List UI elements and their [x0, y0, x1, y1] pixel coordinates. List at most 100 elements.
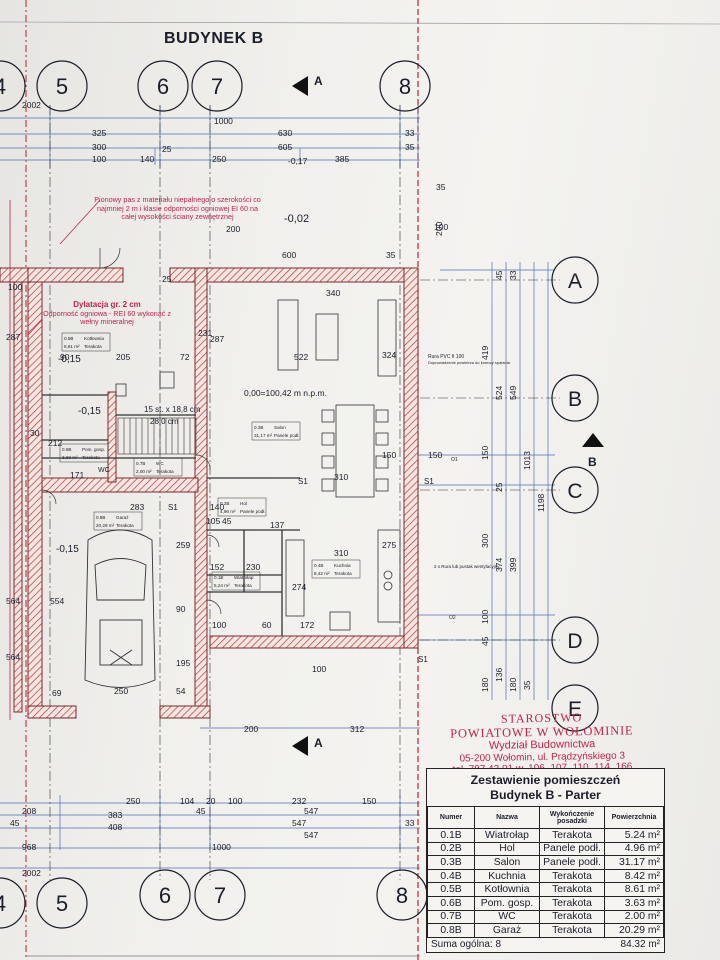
dim-top: 325	[92, 128, 106, 138]
room-tag-floor: Terakota	[84, 344, 102, 349]
room-tag-area: 4,96 m²	[220, 509, 236, 514]
table-cell: 0.5B	[427, 882, 475, 897]
slope-label: -0,15	[58, 354, 81, 365]
room-tag-box	[133, 457, 183, 477]
room-tag-floor: Terakota	[116, 523, 134, 528]
dim-interior: 35	[386, 250, 396, 260]
room-tag-num: 0.4B	[314, 563, 323, 568]
dim-interior: 100	[434, 222, 448, 232]
doors	[41, 247, 222, 615]
dim-right: 35	[522, 680, 532, 690]
dim-right: 180	[480, 678, 490, 692]
section-a-bottom-label: A	[314, 736, 323, 750]
dim-right: 300	[480, 534, 490, 548]
right-dims: 45 33 419 524 549 1013 1198 150 25 300 3…	[434, 222, 546, 692]
room-tag-num: 0.7B	[136, 461, 145, 466]
dim-top: 630	[278, 128, 292, 138]
sum-label: Suma ogólna: 8	[431, 938, 502, 950]
axis-number-label: 8	[396, 883, 408, 908]
dimension-texts: 2002 325 630 33 300 605 35 100 140 25 25…	[6, 100, 546, 878]
dim-interior: 340	[326, 288, 340, 298]
dim-bottom: 968	[22, 842, 36, 852]
table-cell: 0.7B	[427, 909, 475, 925]
dim-interior: 554	[50, 596, 64, 606]
dim-right: 1198	[536, 493, 546, 512]
axis-number-label: 5	[56, 74, 68, 99]
dim-interior: 205	[116, 352, 130, 362]
axis-number-label: 4	[0, 74, 6, 99]
room-tag-floor: Terakota	[156, 469, 174, 474]
dim-interior: 171	[70, 470, 84, 480]
room-tag-name: Garaż	[116, 515, 129, 520]
bottom-axis-markers: 45678	[0, 869, 428, 929]
red-annotations	[9, 199, 101, 720]
dim-bottom: 104	[180, 796, 194, 806]
room-tag-floor: Panele podł.	[240, 509, 266, 514]
table-cell: Garaż	[474, 923, 540, 938]
room-tag-area: 2,00 m²	[136, 469, 152, 474]
sum-value: 84.32 m²	[620, 938, 660, 950]
room-tag-area: 5,24 m²	[214, 583, 230, 588]
axis-circle	[194, 869, 246, 921]
room-tag-box	[211, 571, 261, 591]
dim-interior: 137	[270, 520, 284, 530]
dim-interior: 150	[382, 450, 396, 460]
dim-interior: 231	[198, 328, 212, 338]
s1-label: S1	[418, 655, 428, 664]
dim-interior: 274	[292, 582, 306, 592]
room-tag-num: 0.8B	[96, 515, 105, 520]
partitions	[42, 394, 300, 636]
table-cell: Terakota	[539, 923, 605, 938]
dim-top: -0,17	[288, 156, 308, 166]
dim-right: 399	[508, 558, 518, 572]
col-header: Powierzchnia	[604, 806, 664, 829]
window-label: O1	[451, 457, 458, 463]
dim-right: 45	[480, 636, 490, 646]
dim-interior: 30	[30, 428, 40, 438]
table-cell: Wiatrołap	[474, 828, 540, 843]
dim-top: 2002	[22, 100, 41, 110]
room-tag-num: 0.6B	[62, 447, 71, 452]
window-label: O2	[449, 615, 456, 621]
axis-circle	[139, 869, 191, 921]
axis-letter-label: D	[567, 630, 582, 653]
dim-right: 45	[494, 270, 504, 280]
right-dimension-lines	[418, 262, 555, 700]
axis-number-label: 6	[159, 883, 171, 908]
slope-label: -0,15	[78, 406, 101, 417]
dim-bottom: 547	[304, 830, 318, 840]
dim-top: 300	[92, 142, 106, 152]
axis-number-label: 8	[399, 74, 411, 99]
dim-interior: 283	[130, 502, 144, 512]
dim-interior: 72	[180, 352, 190, 362]
office-stamp: STAROSTWO POWIATOWE W WOŁOMINIE Wydział …	[429, 710, 654, 776]
table-cell: Terakota	[539, 882, 605, 897]
table-cell: 8.61 m²	[604, 882, 664, 897]
axis-letter-label: C	[567, 480, 582, 503]
room-tag-name: Kuchnia	[334, 563, 351, 568]
table-cell: Salon	[474, 855, 540, 870]
red-fire-note: Pionowy pas z materiału niepalnego o sze…	[94, 196, 261, 222]
dim-bottom: 547	[292, 818, 306, 828]
dim-bottom: 33	[405, 818, 415, 828]
room-tag-box	[251, 421, 301, 441]
dim-interior: 60	[262, 620, 272, 630]
top-axis-markers: 45678	[0, 60, 431, 112]
dim-right: 419	[480, 346, 490, 360]
stairs-label-2: 28,0 cm	[150, 417, 179, 426]
table-cell: 31.17 m²	[604, 855, 664, 870]
col-header: Nazwa	[474, 806, 540, 829]
table-cell: 0.8B	[427, 923, 475, 938]
dim-bottom: 383	[108, 810, 122, 820]
room-tag-area: 20,29 m²	[96, 523, 115, 528]
dim-bottom: 20	[206, 796, 216, 806]
table-cell: Hol	[474, 841, 540, 857]
dim-interior: 312	[350, 724, 364, 734]
stairs-label: 15 st. x 18,8 cm	[144, 405, 201, 414]
